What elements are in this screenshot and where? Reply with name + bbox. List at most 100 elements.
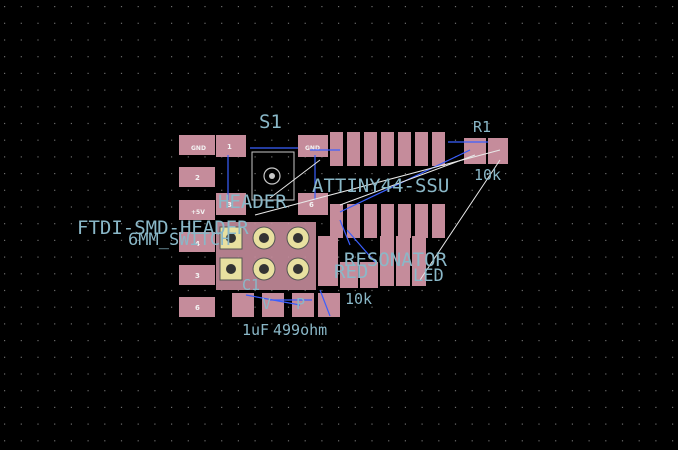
bottom-pads[interactable] bbox=[232, 236, 426, 317]
grid-dot bbox=[421, 423, 423, 425]
v-label[interactable]: V bbox=[262, 295, 271, 313]
ic-pad-top[interactable] bbox=[398, 132, 411, 166]
grid-dot bbox=[555, 72, 557, 74]
grid-dot bbox=[521, 56, 523, 58]
grid-dot bbox=[638, 423, 640, 425]
grid-dot bbox=[371, 406, 373, 408]
grid-dot bbox=[488, 89, 490, 91]
grid-dot bbox=[521, 223, 523, 225]
grid-dot bbox=[154, 6, 156, 8]
grid-dot bbox=[521, 323, 523, 325]
grid-dot bbox=[287, 6, 290, 8]
grid-dot bbox=[388, 373, 390, 375]
led-resistor-value[interactable]: 499ohm bbox=[273, 321, 327, 339]
grid-dot bbox=[221, 56, 223, 58]
grid-dot bbox=[538, 122, 540, 125]
ic-pad-bottom[interactable] bbox=[364, 204, 377, 238]
grid-dot bbox=[371, 239, 373, 241]
grid-dot bbox=[438, 423, 440, 425]
grid-dot bbox=[388, 173, 390, 175]
grid-dot bbox=[555, 256, 557, 258]
grid-dot bbox=[505, 306, 507, 308]
grid-dot bbox=[204, 89, 206, 91]
ic-pad-top[interactable] bbox=[432, 132, 445, 166]
grid-dot bbox=[87, 373, 89, 375]
led-label[interactable]: LED bbox=[413, 266, 444, 286]
grid-dot bbox=[672, 89, 674, 91]
grid-dot bbox=[187, 373, 189, 375]
grid-dot bbox=[137, 356, 139, 358]
resonator-label[interactable]: RESONATOR bbox=[344, 249, 448, 271]
r1-value[interactable]: 10k bbox=[474, 166, 501, 184]
grid-dot bbox=[338, 256, 340, 258]
grid-dot bbox=[488, 173, 490, 175]
grid-dot bbox=[605, 440, 607, 442]
ic-pad-top[interactable] bbox=[415, 132, 428, 166]
grid-dot bbox=[371, 373, 373, 375]
grid-dot bbox=[588, 39, 590, 41]
ic-pad-bottom[interactable] bbox=[415, 204, 428, 238]
s1-reference[interactable]: S1 bbox=[259, 111, 282, 133]
grid-dot bbox=[87, 6, 89, 8]
grid-dot bbox=[137, 256, 139, 258]
grid-dot bbox=[87, 323, 89, 325]
led-color-label[interactable]: RED bbox=[334, 261, 368, 283]
u1-value[interactable]: ATTINY44-SSU bbox=[312, 175, 449, 197]
grid-dot bbox=[571, 56, 573, 58]
grid-dot bbox=[254, 289, 256, 292]
grid-dot bbox=[505, 289, 507, 292]
grid-dot bbox=[488, 22, 490, 24]
ic-pad-top[interactable] bbox=[381, 132, 394, 166]
header-2x3[interactable] bbox=[216, 222, 316, 290]
ic-pad-bottom[interactable] bbox=[432, 204, 445, 238]
ic-pad-top[interactable] bbox=[330, 132, 343, 166]
c1-reference[interactable]: C1 bbox=[242, 276, 260, 294]
grid-dot bbox=[120, 39, 123, 41]
header-label[interactable]: HEADER bbox=[218, 191, 287, 213]
grid-dot bbox=[321, 72, 323, 74]
ftdi-header-pads[interactable]: GND 2 +5V 4 3 6 bbox=[179, 135, 215, 317]
ic-pad-bottom[interactable] bbox=[398, 204, 411, 238]
grid-dot bbox=[187, 39, 189, 41]
grid-dot bbox=[505, 340, 507, 342]
grid-dot bbox=[621, 189, 624, 191]
grid-dot bbox=[538, 72, 540, 74]
r1-reference[interactable]: R1 bbox=[473, 118, 491, 136]
grid-dot bbox=[20, 406, 22, 408]
grid-dot bbox=[87, 156, 89, 158]
switch-pads[interactable]: 1 GND 3 6 bbox=[216, 135, 328, 215]
ic-pad-bottom[interactable] bbox=[330, 204, 343, 238]
grid-dot bbox=[471, 39, 473, 41]
grid-dot bbox=[187, 22, 189, 24]
grid-dot bbox=[254, 139, 256, 141]
grid-dot bbox=[137, 423, 139, 425]
grid-dot bbox=[388, 106, 390, 108]
grid-dot bbox=[321, 390, 323, 392]
grid-dot bbox=[120, 289, 123, 292]
grid-dot bbox=[505, 72, 507, 74]
grid-dot bbox=[605, 89, 607, 91]
grid-dot bbox=[438, 440, 440, 442]
p-label[interactable]: P bbox=[296, 295, 305, 313]
switch-footprint[interactable] bbox=[251, 151, 295, 201]
grid-dot bbox=[505, 173, 507, 175]
grid-dot bbox=[605, 39, 607, 41]
grid-dot bbox=[672, 22, 674, 24]
grid-dot bbox=[171, 89, 173, 91]
ic-pad-bottom[interactable] bbox=[347, 204, 360, 238]
ic-pad-top[interactable] bbox=[347, 132, 360, 166]
grid-dot bbox=[555, 189, 557, 191]
grid-dot bbox=[87, 22, 89, 24]
grid-dot bbox=[571, 139, 573, 141]
grid-dot bbox=[672, 139, 674, 141]
grid-dot bbox=[588, 406, 590, 408]
ftdi-label[interactable]: FTDI-SMD-HEADER bbox=[77, 217, 249, 239]
grid-dot bbox=[571, 72, 573, 74]
ic-pad-top[interactable] bbox=[364, 132, 377, 166]
c1-value[interactable]: 1uF bbox=[242, 321, 269, 339]
switch-value[interactable]: 6MM_SWITCH bbox=[128, 230, 230, 250]
ic-pad-bottom[interactable] bbox=[381, 204, 394, 238]
resistor-value-bottom[interactable]: 10k bbox=[345, 290, 372, 308]
attiny44-pads[interactable] bbox=[330, 132, 445, 238]
